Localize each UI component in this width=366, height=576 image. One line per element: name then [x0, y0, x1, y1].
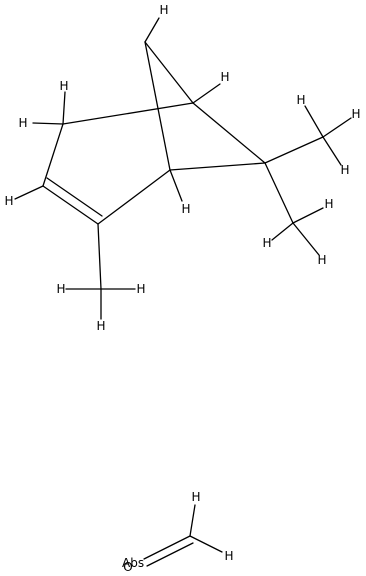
bond-bridge-c5	[144, 41, 194, 104]
bond-h-bridgehead-lower	[169, 169, 183, 202]
atom-h-me3-right: H	[136, 282, 145, 296]
atom-h-me2-right: H	[324, 197, 333, 211]
atom-h-ch2-left: H	[18, 116, 27, 130]
bond-h-bridgehead-right	[192, 83, 221, 104]
bond-frag-h-right	[189, 535, 223, 553]
bond-h-alkene	[14, 185, 44, 200]
atom-h-bridgehead-right: H	[220, 70, 229, 84]
atom-h-me2-left: H	[262, 236, 271, 250]
atom-h-me3-bottom: H	[96, 319, 105, 333]
bond-c5-c4	[62, 102, 194, 125]
bond-c6-me1	[264, 136, 324, 164]
fragment-atom-labels: H H O Abs	[122, 490, 234, 574]
bond-c-o-a	[143, 535, 191, 560]
atom-h-me1-top: H	[296, 93, 305, 107]
atom-h-alkene: H	[4, 194, 13, 208]
molecule-atom-labels: H H H H H H H H H H H H H H H	[4, 3, 360, 333]
bond-h-me1-right	[322, 117, 352, 138]
atom-h-me2-bottom: H	[317, 253, 326, 267]
atom-frag-o: O	[123, 560, 132, 574]
bond-c5-c6	[192, 102, 266, 164]
bond-c6-me2	[264, 162, 294, 224]
bond-c2-c1	[97, 169, 171, 225]
bond-c1-c6	[169, 162, 266, 171]
bond-bridge-c1	[144, 41, 171, 171]
bond-h-me2-left	[271, 222, 294, 241]
atom-frag-h-right: H	[224, 549, 233, 563]
atom-h-me3-left: H	[56, 282, 65, 296]
atom-h-me1-right: H	[351, 107, 360, 121]
bond-h-ch2-top	[62, 91, 66, 125]
molecule-bonds	[14, 17, 352, 320]
bond-c3-c2-a	[42, 185, 99, 225]
bond-frag-h-top	[189, 504, 196, 537]
bond-h-ch2-left	[32, 122, 64, 125]
atom-h-bridgehead-lower: H	[181, 202, 190, 216]
bond-h-bridge-top	[144, 17, 160, 43]
bond-h-me1-bottom	[322, 136, 342, 166]
fragment-bonds	[143, 504, 223, 567]
bond-h-me1-top	[304, 105, 324, 138]
atom-h-me1-bottom: H	[340, 163, 349, 177]
atom-h-bridge-top: H	[159, 3, 168, 17]
bond-c4-c3	[42, 123, 64, 187]
bond-h-me2-bottom	[292, 222, 320, 256]
bond-h-me2-right	[292, 207, 324, 224]
atom-frag-abs-label: Abs	[122, 556, 144, 570]
atom-h-ch2-top: H	[59, 79, 68, 93]
bond-c-o-b	[146, 542, 194, 567]
bond-c2-me	[97, 223, 102, 290]
bond-c3-c2-b	[46, 177, 103, 217]
atom-frag-h-top: H	[191, 490, 200, 504]
